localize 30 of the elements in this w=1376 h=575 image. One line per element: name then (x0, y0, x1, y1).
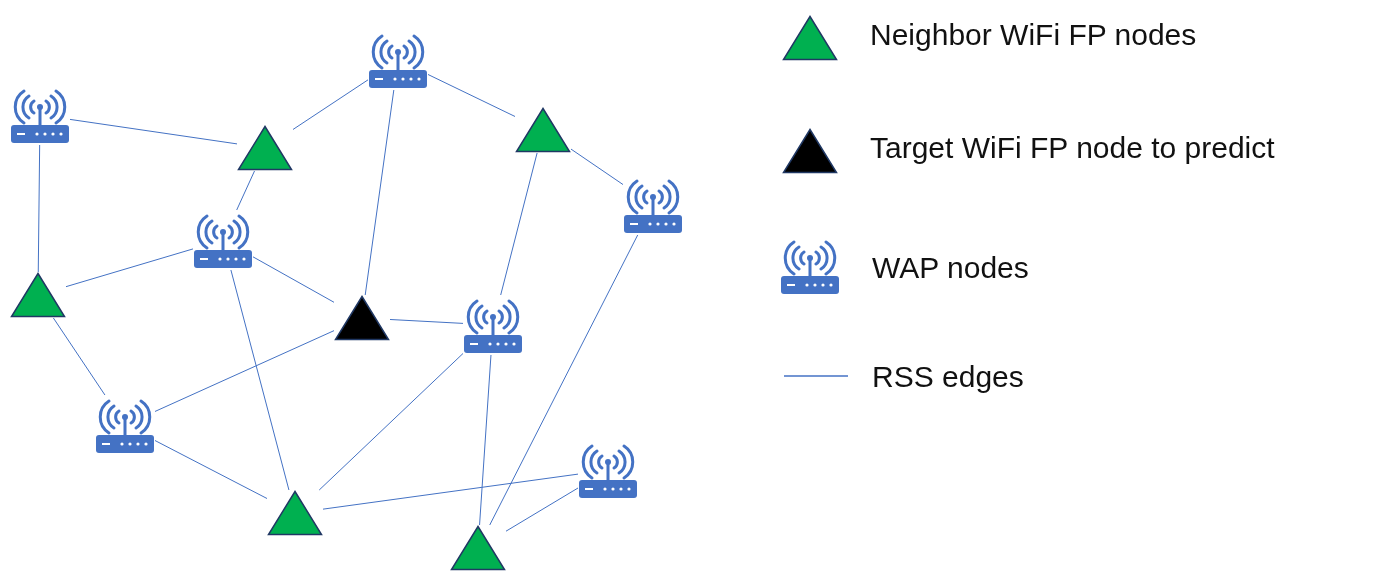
legend-label: Target WiFi FP node to predict (870, 130, 1275, 166)
edge-line (52, 317, 106, 396)
edge-line (505, 487, 579, 532)
legend-label: WAP nodes (872, 250, 1029, 286)
edge-line (427, 74, 516, 117)
edge-line (389, 319, 464, 324)
edge-line (252, 256, 335, 303)
legend-label: RSS edges (872, 359, 1024, 395)
triangle-marker (237, 125, 293, 171)
edge-line (292, 79, 369, 130)
edge-line (322, 473, 579, 510)
edge-line (236, 170, 255, 211)
edge-line (65, 248, 194, 288)
legend-label: Neighbor WiFi FP nodes (870, 17, 1197, 53)
edge-line (37, 144, 41, 273)
triangle-marker (334, 295, 390, 341)
triangle-marker (450, 525, 506, 571)
triangle-marker (515, 107, 571, 153)
triangle-marker (267, 490, 323, 536)
triangle-marker (10, 272, 66, 318)
edge-line (479, 354, 492, 526)
edge-line (154, 330, 335, 412)
edge-line (230, 269, 290, 491)
edge-line (154, 440, 268, 499)
edge-line (489, 234, 639, 526)
edge-line (364, 89, 395, 296)
edge-line (318, 353, 464, 491)
edge-line (570, 148, 624, 186)
edge-line (500, 152, 538, 296)
edge-line (69, 118, 238, 145)
